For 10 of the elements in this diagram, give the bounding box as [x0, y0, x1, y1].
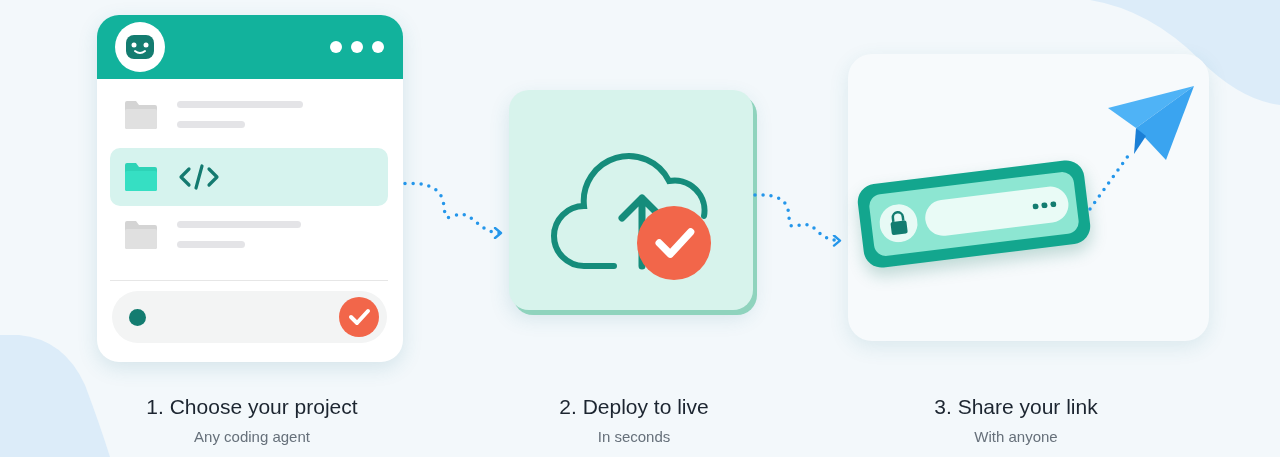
step-subtitle: With anyone	[974, 427, 1058, 447]
dotted-arrow	[403, 181, 503, 239]
step-subtitle: In seconds	[597, 427, 671, 447]
step-title: 2. Deploy to live	[559, 394, 709, 420]
step-title: 1. Choose your project	[146, 394, 358, 420]
link-bar	[855, 158, 1093, 270]
step-title: 3. Share your link	[934, 394, 1098, 420]
dotted-arrow	[753, 193, 842, 247]
dotted-line	[1088, 154, 1130, 211]
step-subtitle: Any coding agent	[194, 427, 310, 447]
